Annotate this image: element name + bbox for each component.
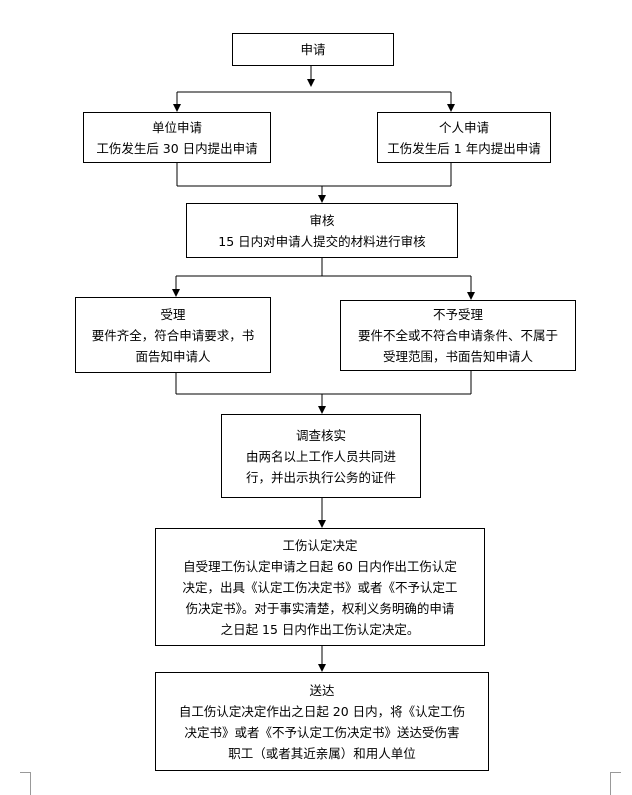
- decision-desc-1: 自受理工伤认定申请之日起 60 日内作出工伤认定: [183, 558, 457, 574]
- apply-title: 申请: [300, 42, 326, 57]
- reject-desc-2: 受理范围，书面告知申请人: [382, 349, 533, 364]
- decision-title: 工伤认定决定: [282, 537, 358, 553]
- review-title: 审核: [309, 212, 335, 228]
- decision-desc-4: 之日起 15 日内作出工伤认定决定。: [220, 621, 420, 637]
- accept-desc-1: 要件齐全，符合申请要求，书: [91, 327, 255, 343]
- apply-box: 申请: [232, 33, 394, 66]
- personal-apply-box: 个人申请 工伤发生后 1 年内提出申请: [377, 112, 551, 163]
- personal-apply-desc: 工伤发生后 1 年内提出申请: [387, 140, 541, 156]
- investigate-desc-2: 行，并出示执行公务的证件: [245, 469, 396, 485]
- accept-desc-2: 面告知申请人: [135, 348, 211, 364]
- deliver-desc-1: 自工伤认定决定作出之日起 20 日内，将《认定工伤: [178, 703, 466, 719]
- reject-box: 不予受理 要件不全或不符合申请条件、不属于 受理范围，书面告知申请人: [340, 300, 576, 371]
- investigate-box: 调查核实 由两名以上工作人员共同进 行，并出示执行公务的证件: [221, 414, 421, 498]
- unit-apply-desc: 工伤发生后 30 日内提出申请: [96, 140, 258, 156]
- page-corner-mark-left: [20, 772, 31, 795]
- decision-desc-3: 伤决定书》。对于事实清楚，权利义务明确的申请: [185, 600, 455, 616]
- deliver-desc-2: 决定书》或者《不予认定工伤决定书》送达受伤害: [184, 724, 460, 740]
- deliver-box: 送达 自工伤认定决定作出之日起 20 日内，将《认定工伤 决定书》或者《不予认定…: [155, 672, 489, 771]
- reject-title: 不予受理: [432, 307, 483, 322]
- review-desc: 15 日内对申请人提交的材料进行审核: [218, 233, 426, 249]
- page-corner-mark-right: [610, 772, 621, 795]
- decision-desc-2: 决定，出具《认定工伤决定书》或者《不予认定工: [182, 579, 458, 595]
- unit-apply-box: 单位申请 工伤发生后 30 日内提出申请: [83, 112, 271, 163]
- accept-title: 受理: [160, 306, 186, 322]
- accept-box: 受理 要件齐全，符合申请要求，书 面告知申请人: [75, 297, 271, 373]
- personal-apply-title: 个人申请: [438, 119, 489, 135]
- investigate-desc-1: 由两名以上工作人员共同进: [245, 448, 396, 464]
- decision-box: 工伤认定决定 自受理工伤认定申请之日起 60 日内作出工伤认定 决定，出具《认定…: [155, 528, 485, 646]
- reject-desc-1: 要件不全或不符合申请条件、不属于: [357, 328, 558, 343]
- investigate-title: 调查核实: [295, 427, 346, 443]
- unit-apply-title: 单位申请: [151, 119, 202, 135]
- deliver-desc-3: 职工（或者其近亲属）和用人单位: [228, 745, 416, 761]
- deliver-title: 送达: [309, 682, 335, 698]
- review-box: 审核 15 日内对申请人提交的材料进行审核: [186, 203, 458, 258]
